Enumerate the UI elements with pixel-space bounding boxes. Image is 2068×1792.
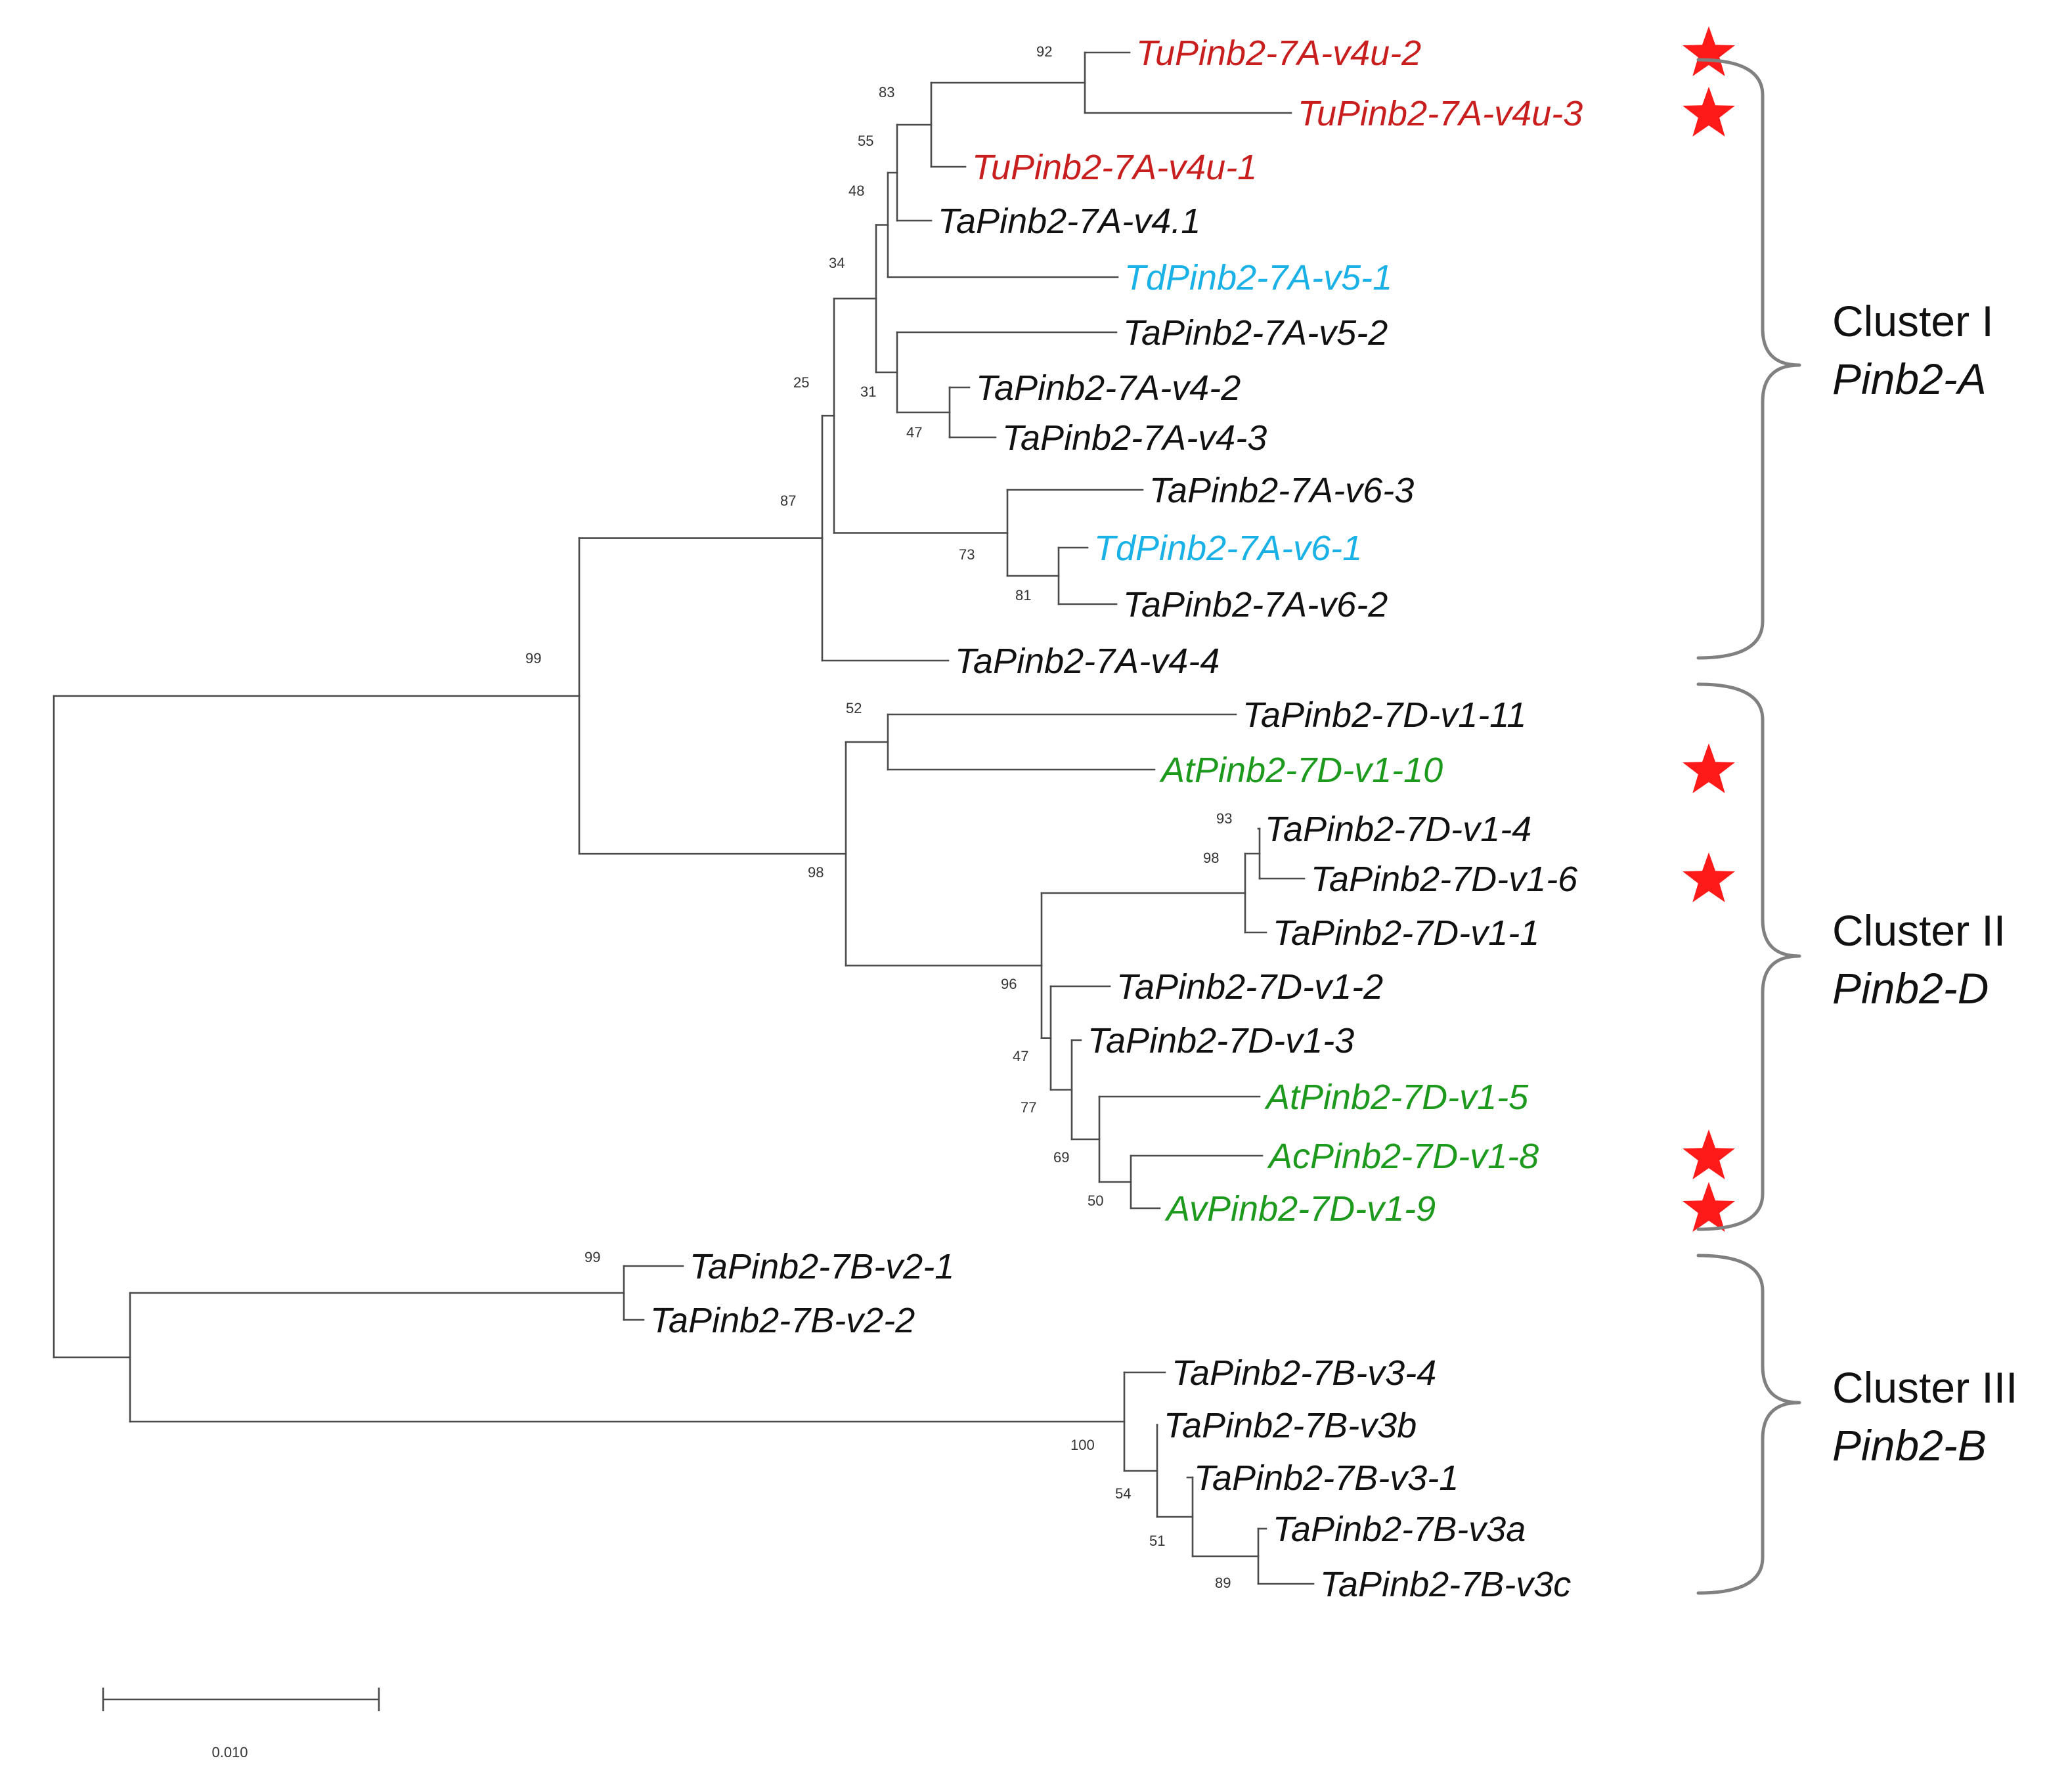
bootstrap-value: 48 bbox=[848, 183, 864, 199]
cluster-3-brace bbox=[1696, 1254, 1801, 1595]
star-icon bbox=[1683, 852, 1735, 902]
leaf-label: TaPinb2-7D-v1-2 bbox=[1116, 967, 1383, 1007]
cluster-2-gene: Pinb2-D bbox=[1832, 964, 1989, 1013]
leaf-label: TaPinb2-7A-v5-2 bbox=[1123, 313, 1388, 353]
bootstrap-value: 69 bbox=[1053, 1149, 1069, 1166]
bootstrap-value: 93 bbox=[1216, 810, 1232, 827]
bootstrap-value: 87 bbox=[780, 492, 796, 509]
leaf-label: TaPinb2-7D-v1-3 bbox=[1088, 1021, 1354, 1060]
leaf-label: TaPinb2-7B-v3c bbox=[1320, 1565, 1571, 1604]
star-icon bbox=[1683, 87, 1735, 137]
bootstrap-value: 50 bbox=[1088, 1192, 1103, 1209]
leaf-label: TaPinb2-7D-v1-6 bbox=[1311, 860, 1578, 899]
star-icon bbox=[1683, 743, 1735, 793]
bootstrap-value: 99 bbox=[525, 650, 541, 667]
cluster-2-name: Cluster II bbox=[1832, 906, 2006, 955]
bootstrap-value: 73 bbox=[959, 546, 975, 563]
bootstrap-value: 34 bbox=[829, 255, 845, 271]
leaf-label: TaPinb2-7B-v2-1 bbox=[690, 1247, 954, 1286]
leaf-label: TuPinb2-7A-v4u-2 bbox=[1136, 33, 1421, 73]
bootstrap-value: 81 bbox=[1015, 587, 1031, 603]
cluster-3-name: Cluster III bbox=[1832, 1363, 2017, 1412]
leaf-label: AtPinb2-7D-v1-10 bbox=[1159, 751, 1443, 790]
leaf-label: TaPinb2-7A-v6-3 bbox=[1149, 471, 1414, 510]
leaf-label: TaPinb2-7A-v4-3 bbox=[1002, 418, 1267, 458]
leaf-label: TaPinb2-7A-v4-2 bbox=[976, 368, 1241, 408]
leaf-label: AvPinb2-7D-v1-9 bbox=[1164, 1189, 1436, 1229]
leaf-label: TaPinb2-7B-v2-2 bbox=[650, 1301, 915, 1340]
bootstrap-value: 89 bbox=[1215, 1575, 1231, 1591]
bootstrap-value: 83 bbox=[879, 84, 894, 100]
leaf-label: TdPinb2-7A-v6-1 bbox=[1094, 529, 1362, 568]
leaf-label: TaPinb2-7A-v6-2 bbox=[1123, 585, 1388, 624]
cluster-1-name: Cluster I bbox=[1832, 297, 1994, 345]
scale-bar-label: 0.010 bbox=[211, 1744, 248, 1760]
bootstrap-value: 47 bbox=[1013, 1048, 1028, 1064]
bootstrap-value: 54 bbox=[1115, 1485, 1131, 1502]
bootstrap-value: 31 bbox=[860, 383, 876, 400]
bootstrap-value: 77 bbox=[1021, 1099, 1036, 1116]
bootstrap-value: 51 bbox=[1149, 1533, 1165, 1549]
tree-branches bbox=[53, 51, 1315, 1585]
star-icon bbox=[1683, 1129, 1735, 1179]
leaf-label: TaPinb2-7A-v4.1 bbox=[938, 202, 1200, 241]
leaf-label: AtPinb2-7D-v1-5 bbox=[1264, 1078, 1529, 1117]
bootstrap-values: 92 83 55 48 34 25 31 47 87 73 81 99 52 98 93 98 96 47 77 69… bbox=[525, 43, 1232, 1591]
bootstrap-value: 96 bbox=[1001, 976, 1017, 992]
bootstrap-value: 55 bbox=[858, 133, 873, 149]
bootstrap-value: 47 bbox=[906, 424, 922, 441]
bootstrap-value: 99 bbox=[584, 1249, 600, 1265]
bootstrap-value: 25 bbox=[793, 374, 809, 391]
star-icon bbox=[1683, 26, 1735, 76]
highlight-stars bbox=[1683, 26, 1735, 1232]
star-icon bbox=[1683, 1182, 1735, 1232]
leaf-label: AcPinb2-7D-v1-8 bbox=[1267, 1137, 1539, 1176]
leaf-label: TaPinb2-7B-v3-4 bbox=[1172, 1353, 1436, 1393]
leaf-label: TaPinb2-7A-v4-4 bbox=[955, 642, 1220, 681]
leaf-label: TaPinb2-7B-v3-1 bbox=[1194, 1458, 1459, 1498]
leaf-label: TaPinb2-7D-v1-11 bbox=[1243, 695, 1526, 735]
cluster-3-gene: Pinb2-B bbox=[1832, 1421, 1987, 1470]
cluster-1-gene: Pinb2-A bbox=[1832, 355, 1987, 403]
leaf-label: TaPinb2-7B-v3a bbox=[1273, 1510, 1526, 1549]
leaf-labels: TuPinb2-7A-v4u-2TuPinb2-7A-v4u-3TuPinb2-… bbox=[650, 33, 1583, 1604]
leaf-label: TdPinb2-7A-v5-1 bbox=[1124, 258, 1392, 297]
bootstrap-value: 52 bbox=[846, 700, 862, 716]
leaf-label: TaPinb2-7D-v1-4 bbox=[1265, 810, 1531, 849]
leaf-label: TaPinb2-7B-v3b bbox=[1164, 1406, 1417, 1445]
leaf-label: TuPinb2-7A-v4u-3 bbox=[1298, 94, 1583, 133]
bootstrap-value: 98 bbox=[808, 864, 824, 881]
scale-bar bbox=[102, 1688, 380, 1711]
cluster-2-brace bbox=[1696, 682, 1801, 1231]
leaf-label: TaPinb2-7D-v1-1 bbox=[1273, 913, 1539, 953]
bootstrap-value: 100 bbox=[1070, 1437, 1095, 1453]
bootstrap-value: 92 bbox=[1036, 43, 1052, 60]
leaf-label: TuPinb2-7A-v4u-1 bbox=[972, 148, 1257, 187]
cluster-1-brace bbox=[1696, 58, 1801, 660]
bootstrap-value: 98 bbox=[1203, 850, 1219, 866]
